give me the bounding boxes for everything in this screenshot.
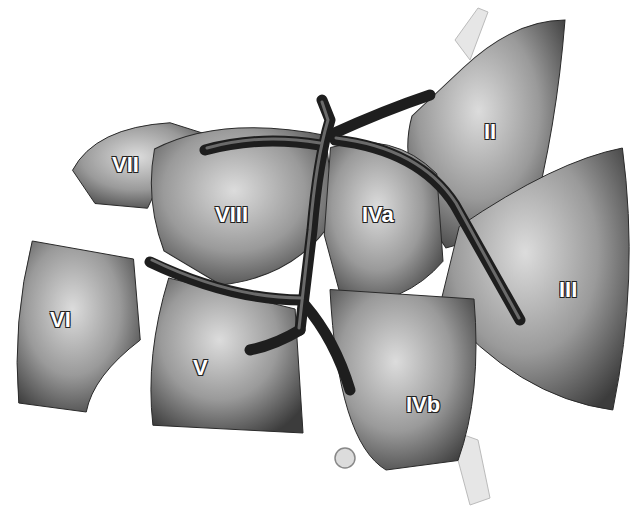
segment-shape <box>145 115 335 285</box>
liver-segment: IVa <box>318 130 443 305</box>
segment-number: V <box>193 357 208 379</box>
segment-shape <box>145 278 303 433</box>
liver-segment: VIII <box>145 115 335 285</box>
segment-number: II <box>484 121 496 143</box>
segment-number: IVb <box>406 394 440 416</box>
segment-number: III <box>559 279 577 301</box>
segment-number: VII <box>112 154 139 176</box>
segment-shape <box>12 232 147 412</box>
liver-segment: IVb <box>322 280 482 470</box>
segment-number: IVa <box>362 204 394 226</box>
segment-number: VIII <box>215 204 248 226</box>
segment-number: VI <box>50 309 71 331</box>
liver-segment: V <box>145 278 303 433</box>
segment-shape <box>322 280 482 470</box>
liver-segment: VI <box>12 232 147 412</box>
